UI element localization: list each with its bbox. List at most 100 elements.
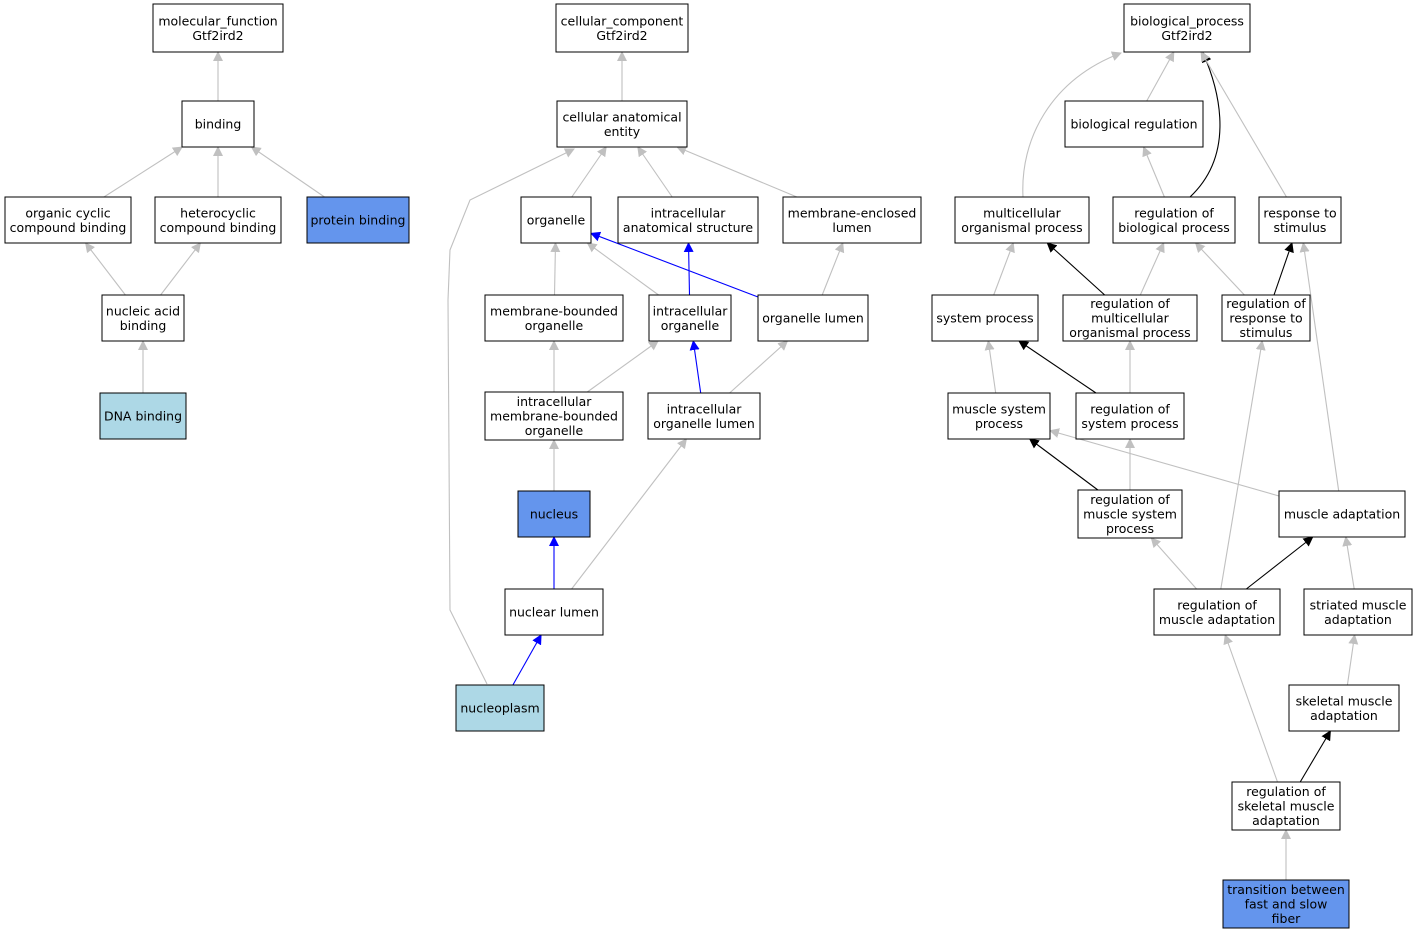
node-box: [1303, 588, 1413, 636]
edge-nuclear_lumen-to-iol: [571, 438, 688, 590]
node-label: transition between: [1227, 882, 1345, 897]
edge-rbp-to-bp_root: [1189, 52, 1221, 198]
node-label: process: [1106, 521, 1154, 536]
node-sp[interactable]: system process: [931, 294, 1039, 342]
edge-organic_cyclic-to-binding: [103, 146, 183, 198]
node-box: [1075, 392, 1185, 440]
edge-rsp-to-sp: [1018, 340, 1097, 394]
node-label: stimulus: [1240, 325, 1293, 340]
node-box: [1153, 588, 1281, 636]
node-box: [154, 196, 282, 244]
edge-rma-to-rmsp: [1150, 537, 1198, 590]
node-label: regulation of: [1226, 296, 1306, 311]
node-box: [617, 196, 759, 244]
node-organelle[interactable]: organelle: [520, 196, 592, 244]
node-label: binding: [120, 318, 167, 333]
node-label: intracellular: [517, 394, 593, 409]
node-box: [306, 196, 410, 244]
node-dna_binding[interactable]: DNA binding: [99, 392, 187, 440]
node-label: organelle lumen: [762, 311, 864, 326]
node-box: [1288, 684, 1400, 732]
edge-ias-to-cae: [637, 146, 673, 198]
node-label: intracellular: [667, 401, 743, 416]
edge-nucleic_acid-to-heterocyclic: [160, 242, 202, 296]
node-nuclear_lumen[interactable]: nuclear lumen: [504, 588, 604, 636]
node-label: entity: [604, 124, 641, 139]
node-label: biological regulation: [1070, 117, 1197, 132]
edge-rskma-to-skma: [1299, 730, 1331, 783]
edge-ma-to-rts: [1299, 242, 1340, 492]
node-label: Gtf2ird2: [1161, 28, 1212, 43]
edge-sma-to-ma: [1342, 536, 1355, 590]
node-binding[interactable]: binding: [181, 100, 255, 148]
node-label: regulation of: [1090, 492, 1170, 507]
node-box: [648, 294, 732, 342]
node-label: Gtf2ird2: [192, 28, 243, 43]
edge-rmop-to-rbp: [1139, 242, 1165, 296]
node-bio_reg[interactable]: biological regulation: [1064, 100, 1204, 148]
node-label: nucleoplasm: [460, 701, 539, 716]
node-label: fast and slow: [1245, 897, 1328, 912]
node-label: compound binding: [10, 220, 127, 235]
node-nucleus[interactable]: nucleus: [517, 490, 591, 538]
node-label: adaptation: [1310, 708, 1378, 723]
edge-rts-to-bp_root: [1200, 51, 1287, 198]
node-box: [1064, 100, 1204, 148]
node-label: anatomical structure: [623, 220, 753, 235]
edge-io-to-ias: [683, 242, 694, 296]
node-nucleoplasm[interactable]: nucleoplasm: [455, 684, 545, 732]
edge-rrts-to-rbp: [1194, 242, 1245, 296]
edge-rmsp-to-msp: [1028, 438, 1099, 491]
node-label: fiber: [1272, 911, 1301, 926]
node-box: [1222, 879, 1350, 929]
node-label: adaptation: [1324, 612, 1392, 627]
edge-iol-to-io: [689, 340, 702, 394]
node-label: system process: [936, 311, 1033, 326]
node-protein_binding[interactable]: protein binding: [306, 196, 410, 244]
node-label: regulation of: [1177, 597, 1257, 612]
node-label: regulation of: [1246, 784, 1326, 799]
node-label: multicellular: [983, 205, 1062, 220]
node-ol[interactable]: organelle lumen: [757, 294, 869, 342]
node-label: Gtf2ird2: [596, 28, 647, 43]
node-label: nuclear lumen: [509, 605, 599, 620]
node-label: cellular_component: [561, 13, 684, 28]
node-ma[interactable]: muscle adaptation: [1278, 490, 1406, 538]
node-box: [947, 392, 1051, 440]
node-label: heterocyclic: [180, 205, 256, 220]
edge-io-to-organelle: [586, 242, 659, 296]
node-box: [1062, 294, 1198, 342]
node-box: [1231, 781, 1341, 831]
node-label: system process: [1081, 416, 1178, 431]
edge-msp-to-sp: [984, 340, 997, 394]
node-label: binding: [195, 117, 242, 132]
node-box: [1077, 489, 1183, 539]
